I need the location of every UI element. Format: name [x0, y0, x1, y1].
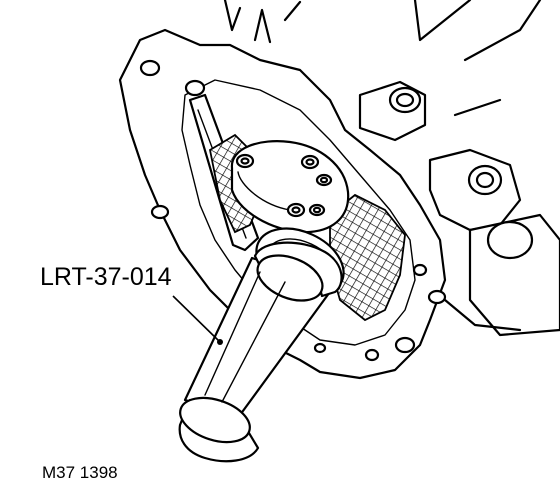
label-leader-dot [217, 339, 223, 345]
figure-number: M37 1398 [42, 463, 118, 482]
seal-replacer-tool [178, 241, 343, 463]
tool-label: LRT-37-014 [40, 263, 172, 291]
cover-plate [230, 140, 350, 234]
label-leader-line [172, 295, 221, 343]
transmission-casing [223, 0, 560, 337]
threaded-boss [358, 80, 427, 142]
